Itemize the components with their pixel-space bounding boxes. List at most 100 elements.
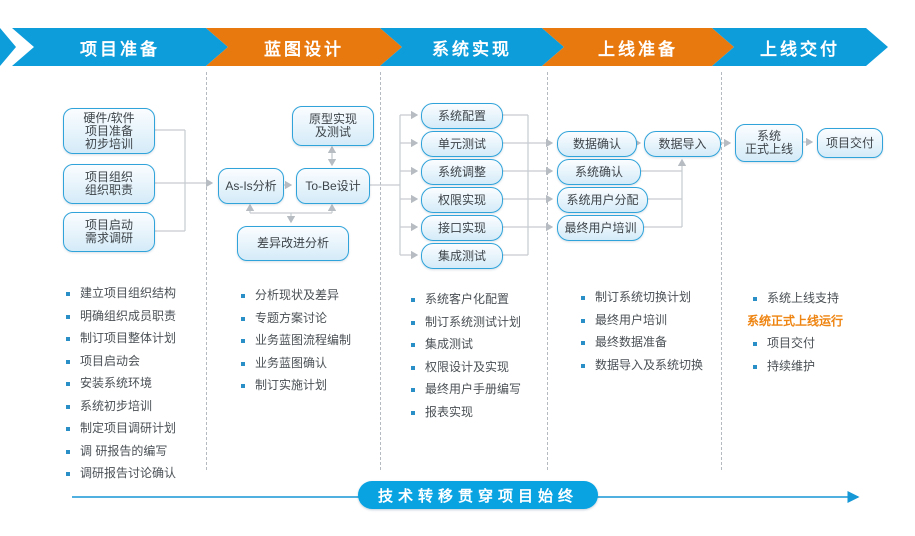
- bullet-text: 最终用户手册编写: [425, 382, 522, 396]
- bullet-marker-icon: [66, 427, 70, 431]
- bullet-text: 系统上线支持: [767, 291, 840, 305]
- bullet-text: 制订实施计划: [255, 378, 328, 392]
- bullet-text: 建立项目组织结构: [80, 286, 177, 300]
- bullet-text: 调研报告讨论确认: [80, 466, 177, 480]
- bullet-text: 最终用户培训: [595, 312, 668, 327]
- bullet-marker-icon: [581, 296, 585, 300]
- bullet-marker-icon: [753, 297, 757, 301]
- bullet-item: 最终数据准备: [581, 335, 741, 350]
- bullet-marker-icon: [241, 361, 245, 366]
- bullet-item: 调 研报告的编写: [66, 443, 226, 459]
- column-divider: [721, 72, 722, 470]
- bullet-text: 项目启动会: [80, 353, 141, 368]
- bullet-marker-icon: [66, 314, 70, 319]
- bullet-text: 报表实现: [425, 404, 474, 419]
- flow-box-as-is-analysis: As-Is分析: [218, 168, 284, 204]
- bullet-item: 系统上线支持: [753, 291, 913, 306]
- bullet-marker-icon: [66, 337, 70, 341]
- bullet-item: 建立项目组织结构: [66, 286, 226, 301]
- bullet-marker-icon: [581, 341, 585, 345]
- bullet-marker-icon: [241, 384, 245, 388]
- phase-arrow-system-realization: 系统实现: [380, 28, 564, 66]
- flow-box-data-confirm: 数据确认: [557, 131, 637, 157]
- bullet-list-project-prep: 建立项目组织结构 明确组织成员职责 制订项目整体计划 项目启动会 安装系统环境 …: [66, 286, 226, 490]
- flow-box-gap-analysis: 差异改进分析: [237, 226, 349, 261]
- bullet-text: 项目交付: [767, 336, 816, 350]
- flow-box-integration-test: 集成测试: [421, 243, 503, 269]
- flow-box-data-import: 数据导入: [644, 131, 721, 157]
- footer-banner: 技术转移贯穿项目始终: [358, 481, 598, 509]
- bullet-list-realization: 系统客户化配置 制订系统测试计划 集成测试 权限设计及实现 最终用户手册编写 报…: [411, 292, 571, 428]
- bullet-marker-icon: [66, 449, 70, 454]
- bullet-marker-icon: [66, 292, 70, 296]
- bullet-marker-icon: [411, 343, 415, 347]
- bullet-marker-icon: [241, 316, 245, 321]
- phase-arrow-golive-prep: 上线准备: [542, 28, 734, 66]
- bullet-text: 权限设计及实现: [425, 359, 510, 374]
- phase-arrow-project-prep: 项目准备: [12, 28, 228, 66]
- bullet-text: 安装系统环境: [80, 376, 153, 390]
- bullet-item: 系统客户化配置: [411, 292, 571, 307]
- bullet-marker-icon: [753, 364, 757, 369]
- flow-box-end-user-training: 最终用户培训: [557, 215, 644, 241]
- bullet-item: 制订系统测试计划: [411, 314, 571, 330]
- bullet-marker-icon: [411, 365, 415, 370]
- bullet-item: 最终用户手册编写: [411, 382, 571, 397]
- bullet-text: 制订系统切换计划: [595, 290, 692, 304]
- flow-box-unit-test: 单元测试: [421, 131, 503, 157]
- flow-box-to-be-design: To-Be设计: [296, 168, 370, 204]
- flow-box-system-golive: 系统 正式上线: [735, 124, 803, 162]
- flow-box-authorization: 权限实现: [421, 187, 503, 213]
- bullet-marker-icon: [753, 342, 757, 346]
- phase-label: 系统实现: [432, 39, 512, 59]
- flow-box-system-confirm: 系统确认: [557, 159, 641, 185]
- bullet-text: 制订系统测试计划: [425, 314, 522, 329]
- bullet-marker-icon: [66, 359, 70, 364]
- bullet-item: 持续维护: [753, 359, 913, 374]
- bullet-item: 安装系统环境: [66, 376, 226, 391]
- bullet-item: 调研报告讨论确认: [66, 466, 226, 481]
- flow-box-system-config: 系统配置: [421, 103, 503, 129]
- bullet-list-delivery: 系统上线支持 系统正式上线运行 项目交付 持续维护: [747, 291, 913, 382]
- bullet-item: 制订项目整体计划: [66, 331, 226, 346]
- bullet-text: 系统客户化配置: [425, 292, 510, 306]
- bullet-marker-icon: [241, 294, 245, 298]
- bullet-item: 分析现状及差异: [241, 288, 401, 303]
- flow-box-user-assignment: 系统用户分配: [557, 187, 648, 213]
- bullet-marker-icon: [66, 404, 70, 409]
- bullet-item: 最终用户培训: [581, 312, 741, 328]
- bullet-text: 最终数据准备: [595, 335, 668, 349]
- column-divider: [206, 72, 207, 470]
- phase-label: 项目准备: [80, 39, 160, 59]
- bullet-item: 制订实施计划: [241, 378, 401, 393]
- bullet-text: 分析现状及差异: [255, 288, 340, 302]
- flow-box-interface: 接口实现: [421, 215, 503, 241]
- bullet-marker-icon: [241, 339, 245, 343]
- phase-arrow-blueprint-design: 蓝图设计: [206, 28, 402, 66]
- bullet-marker-icon: [411, 320, 415, 325]
- bullet-item: 制订系统切换计划: [581, 290, 741, 305]
- bullet-item: 集成测试: [411, 337, 571, 352]
- bullet-item: 明确组织成员职责: [66, 308, 226, 324]
- phase-label: 上线准备: [598, 39, 678, 59]
- highlight-text-golive-running: 系统正式上线运行: [747, 313, 844, 328]
- bullet-marker-icon: [66, 382, 70, 386]
- flow-box-hardware-software-prep: 硬件/软件 项目准备 初步培训: [63, 108, 155, 154]
- bullet-marker-icon: [411, 388, 415, 392]
- bullet-text: 系统初步培训: [80, 398, 153, 413]
- column-divider: [380, 72, 381, 470]
- bullet-text: 调 研报告的编写: [80, 443, 168, 458]
- flow-box-project-delivery: 项目交付: [817, 128, 883, 158]
- bullet-text: 专题方案讨论: [255, 310, 328, 325]
- flow-box-project-org: 项目组织 组织职责: [63, 164, 155, 204]
- bullet-item: 数据导入及系统切换: [581, 357, 741, 373]
- bullet-marker-icon: [581, 318, 585, 323]
- bullet-text: 集成测试: [425, 337, 474, 351]
- bullet-list-golive-prep: 制订系统切换计划 最终用户培训 最终数据准备 数据导入及系统切换: [581, 290, 741, 381]
- bullet-item: 制定项目调研计划: [66, 421, 226, 436]
- bullet-text: 明确组织成员职责: [80, 308, 177, 323]
- bullet-text: 数据导入及系统切换: [595, 357, 704, 372]
- bullet-text: 业务蓝图确认: [255, 355, 328, 370]
- bullet-text: 业务蓝图流程编制: [255, 333, 352, 347]
